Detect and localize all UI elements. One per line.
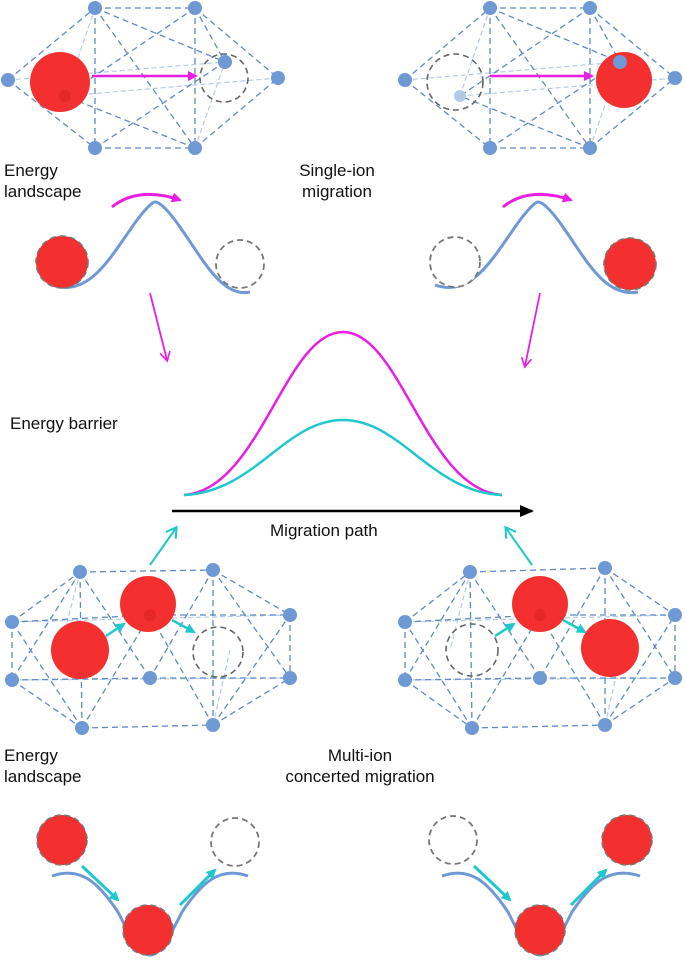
lattice-site-dot [144, 609, 156, 621]
label-line: landscape [4, 182, 82, 201]
lattice-site-dots [1, 1, 285, 155]
ion-circle [596, 52, 652, 108]
label-energy-landscape-bottom: Energy landscape [4, 745, 82, 787]
concerted-arrow [472, 864, 512, 902]
ion-circle [51, 621, 109, 679]
up-arrow-left [149, 525, 178, 566]
lattice-bottom-right [398, 561, 682, 735]
ion-circle [603, 237, 657, 291]
label-energy-barrier: Energy barrier [10, 413, 118, 434]
up-arrow-right [504, 525, 533, 566]
label-line: Migration path [270, 521, 378, 540]
concerted-arrow [562, 618, 587, 634]
ion-circle [601, 814, 653, 866]
ion-circle [30, 52, 90, 112]
lattice-site-dot [534, 609, 546, 621]
ion-circle [512, 576, 568, 632]
lattice-site-dots [398, 1, 682, 155]
label-line: Energy [4, 161, 58, 180]
concerted-barrier-curve [183, 418, 503, 497]
ion-circle [120, 576, 176, 632]
lattice-top-left [1, 1, 285, 155]
lattice-top-right [398, 1, 682, 155]
down-arrow-left [149, 292, 171, 363]
lattice-site-dot [59, 90, 71, 102]
vacancy-circle [445, 623, 499, 677]
label-multi-ion-concerted-migration: Multi-ion concerted migration [270, 745, 450, 787]
lattice-bottom-left [5, 563, 297, 735]
lattice-site-dots [398, 561, 682, 735]
vacancy-circle [215, 239, 265, 289]
label-line: concerted migration [285, 767, 435, 786]
label-migration-path: Migration path [270, 520, 378, 541]
concerted-arrow [569, 868, 608, 907]
energy-landscape-top-right [429, 192, 657, 295]
lattice-site-dots [5, 563, 297, 735]
ion-circle [514, 904, 566, 956]
single-ion-barrier-curve [183, 330, 503, 497]
ion-circle [36, 814, 88, 866]
vacancy-circle [426, 53, 484, 111]
hop-arrow [111, 192, 182, 209]
lattice-site-dot [454, 90, 466, 102]
concerted-arrow [105, 622, 126, 638]
down-arrow-right [520, 292, 541, 369]
label-line: Single-ion [299, 161, 375, 180]
ion-circle [581, 619, 639, 677]
concerted-arrow [80, 864, 120, 902]
label-line: Multi-ion [327, 746, 393, 765]
label-line: landscape [4, 767, 82, 786]
vacancy-circle [192, 626, 244, 678]
energy-landscape-top-left [35, 192, 265, 295]
concerted-arrow [178, 868, 217, 907]
concerted-arrow [171, 618, 196, 634]
vacancy-circle [429, 236, 481, 288]
energy-barrier-plot [172, 330, 534, 517]
energy-landscape-bottom-left [36, 814, 260, 957]
concerted-arrow [494, 622, 516, 638]
energy-landscape-bottom-right [428, 814, 653, 957]
label-single-ion-migration: Single-ion migration [282, 160, 392, 202]
label-line: migration [302, 182, 372, 201]
ion-circle [122, 904, 174, 956]
label-line: Energy barrier [10, 414, 118, 433]
hop-arrow [502, 192, 573, 209]
vacancy-circle [199, 53, 249, 103]
label-energy-landscape-top: Energy landscape [4, 160, 82, 202]
ion-circle [35, 235, 89, 289]
vacancy-circle [428, 815, 478, 865]
label-line: Energy [4, 746, 58, 765]
vacancy-circle [210, 817, 260, 867]
